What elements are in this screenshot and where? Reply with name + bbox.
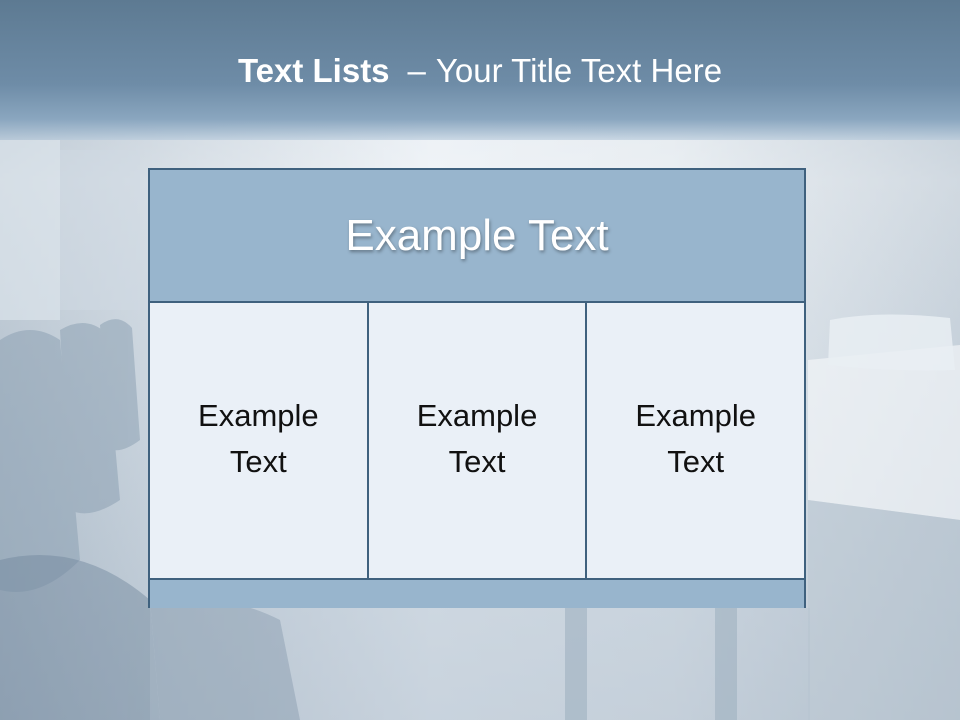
- table-header-text: Example Text: [345, 210, 609, 260]
- cell-3-line2: Text: [667, 443, 725, 479]
- cell-1-line1: Example: [198, 397, 319, 433]
- slide-title: Text Lists–Your Title Text Here: [0, 52, 960, 90]
- table-footer-bar: [150, 580, 804, 608]
- title-band: [0, 0, 960, 140]
- cell-2-line1: Example: [416, 397, 538, 433]
- cell-3-line1: Example: [635, 397, 756, 433]
- cell-1-line2: Text: [229, 443, 287, 479]
- cell-2-line2: Text: [448, 443, 506, 479]
- title-rest-text: Your Title Text Here: [435, 52, 723, 89]
- title-separator: –: [407, 52, 426, 89]
- table-header: Example Text: [150, 170, 804, 303]
- title-bold-text: Text Lists: [237, 52, 390, 89]
